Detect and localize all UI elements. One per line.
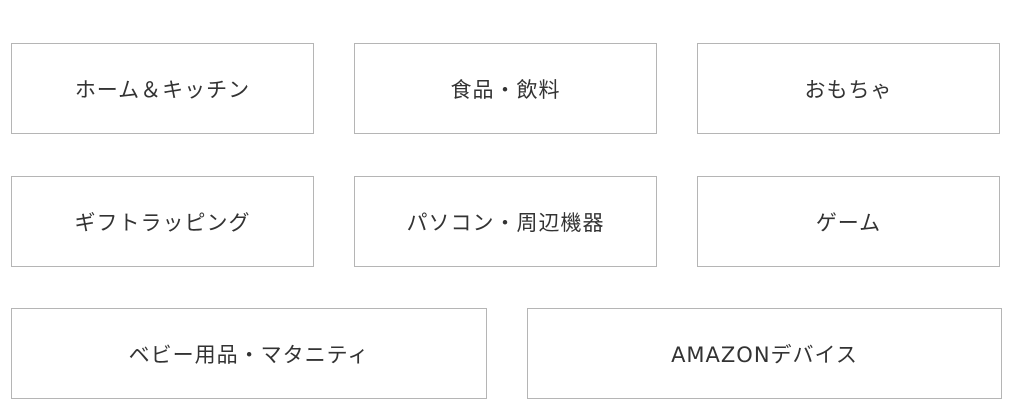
category-button-home-kitchen[interactable]: ホーム＆キッチン: [11, 43, 314, 134]
category-button-games[interactable]: ゲーム: [697, 176, 1000, 267]
category-button-baby-maternity[interactable]: ベビー用品・マタニティ: [11, 308, 487, 399]
category-button-pc-peripherals[interactable]: パソコン・周辺機器: [354, 176, 657, 267]
category-label: おもちゃ: [804, 77, 893, 102]
category-button-toys[interactable]: おもちゃ: [697, 43, 1000, 134]
category-label: AMAZONデバイス: [671, 342, 858, 367]
category-label: ゲーム: [815, 210, 882, 235]
category-label: 食品・飲料: [450, 77, 561, 102]
category-button-gift-wrapping[interactable]: ギフトラッピング: [11, 176, 314, 267]
category-button-food-beverage[interactable]: 食品・飲料: [354, 43, 657, 134]
category-label: ギフトラッピング: [74, 210, 251, 235]
category-button-amazon-devices[interactable]: AMAZONデバイス: [527, 308, 1002, 399]
category-label: ベビー用品・マタニティ: [128, 342, 370, 367]
category-label: ホーム＆キッチン: [74, 77, 251, 102]
category-label: パソコン・周辺機器: [406, 210, 605, 235]
